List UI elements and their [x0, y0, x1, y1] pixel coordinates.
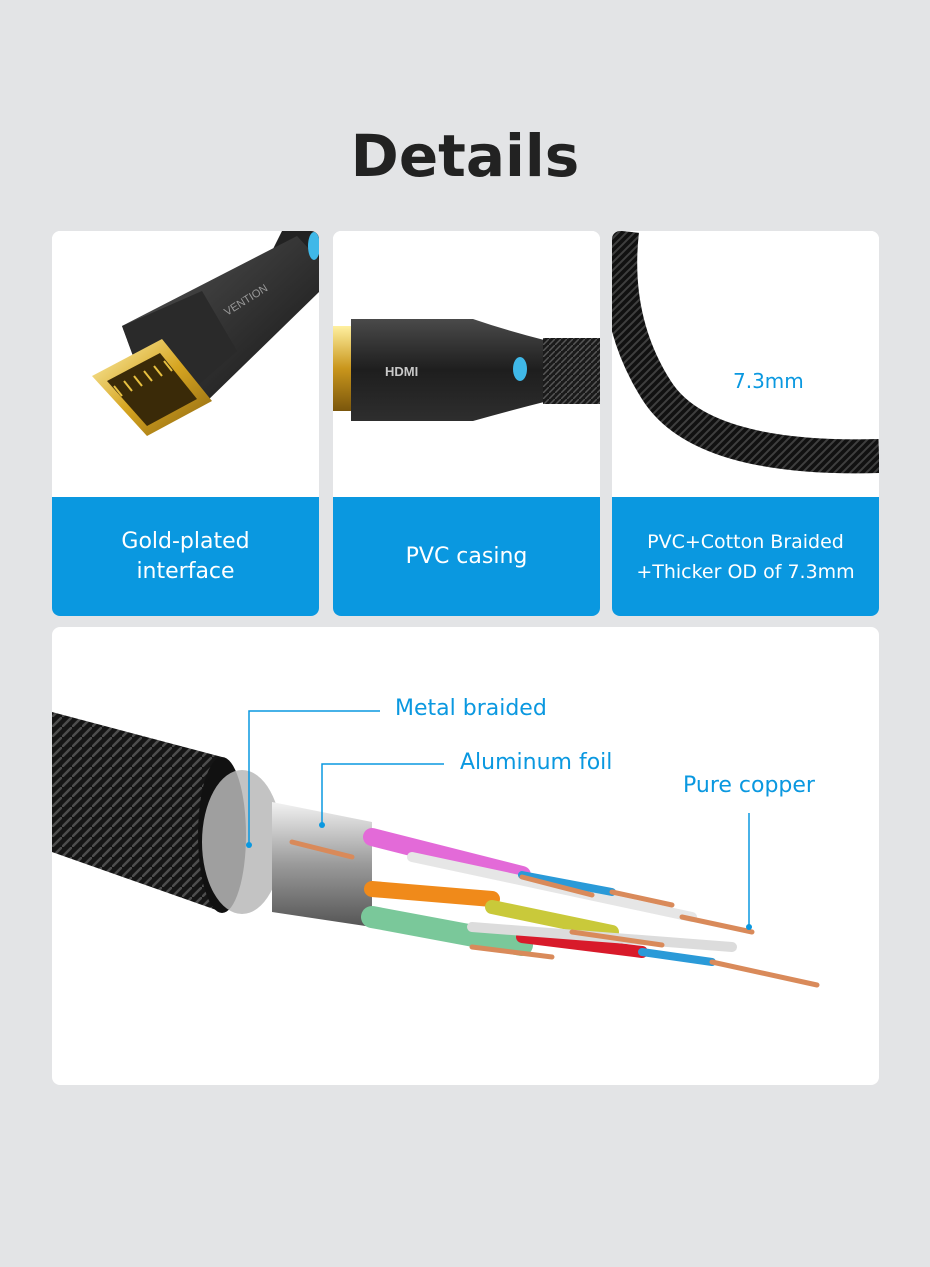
cable-cross-section-image — [52, 710, 820, 988]
hdmi-connector-image: VENTION — [52, 231, 319, 497]
feature-card-gold-plated: VENTION Gold-plated interface — [52, 231, 319, 616]
page-title: Details — [350, 122, 580, 190]
callout-metal-braided: Metal braided — [395, 696, 547, 721]
feature-card-braided-cable: 7.3mm PVC+Cotton Braided +Thicker OD of … — [612, 231, 879, 616]
cable-cross-section-panel: Metal braided Aluminum foil Pure copper — [52, 627, 879, 1085]
feature-label: PVC+Cotton Braided +Thicker OD of 7.3mm — [612, 497, 879, 616]
hdmi-logo: HDMI — [385, 364, 418, 379]
callout-pure-copper: Pure copper — [683, 773, 815, 798]
feature-label: Gold-plated interface — [52, 497, 319, 616]
callout-aluminum-foil: Aluminum foil — [460, 750, 613, 775]
hdmi-side-image: HDMI — [333, 231, 600, 497]
feature-card-pvc-casing: HDMI PVC casing — [333, 231, 600, 616]
feature-label: PVC casing — [333, 497, 600, 616]
braided-cable-image — [612, 231, 879, 497]
diameter-label: 7.3mm — [733, 369, 804, 393]
